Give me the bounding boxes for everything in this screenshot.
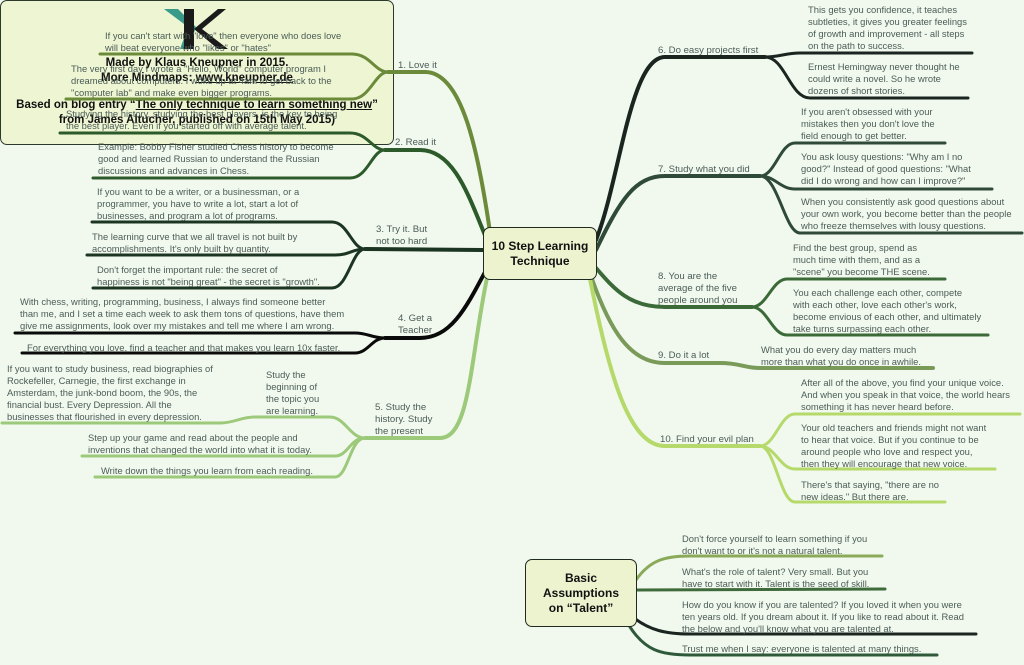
- leaf-8-2[interactable]: You each challenge each other, compete w…: [793, 287, 982, 334]
- credits-more-label: More Mindmaps:: [101, 72, 196, 84]
- talent-lines: [628, 554, 978, 657]
- leaf-2-1[interactable]: Studying the history, studying the best …: [66, 108, 338, 131]
- branch-label-5[interactable]: 5. Study the history. Study the present: [375, 402, 433, 437]
- talent-leaf-2[interactable]: What's the role of talent? Very small. B…: [682, 566, 870, 589]
- branch-label-6[interactable]: 6. Do easy projects first: [658, 45, 759, 56]
- leaf-1-2[interactable]: The very first day I wrote a "Hello, Wor…: [71, 63, 332, 98]
- leaf-10-2[interactable]: Your old teachers and friends might not …: [801, 422, 987, 469]
- branch-4-lines: [13, 270, 487, 355]
- branch-label-9[interactable]: 9. Do it a lot: [658, 350, 710, 361]
- branch-2-lines: [58, 131, 489, 242]
- leaf-10-3[interactable]: There's that saying, "there are no new i…: [801, 479, 940, 502]
- branch-1-lines: [64, 52, 492, 234]
- talent-leaf-1[interactable]: Don't force yourself to learn something …: [682, 533, 868, 556]
- branch-label-2[interactable]: 2. Read it: [395, 137, 437, 148]
- credits-source-prefix: Based on blog entry “: [16, 99, 136, 111]
- leaf-10-1[interactable]: After all of the above, you find your un…: [801, 377, 1010, 412]
- branch-8-lines: [594, 266, 990, 337]
- leaf-8-1[interactable]: Find the best group, spend as much time …: [793, 242, 930, 277]
- branch-5-lines: [0, 276, 489, 479]
- leaf-4-1[interactable]: With chess, writing, programming, busine…: [20, 296, 345, 331]
- leaf-7-3[interactable]: When you consistently ask good questions…: [801, 196, 1012, 231]
- branch-3-lines: [85, 220, 485, 290]
- kneupner-logo: [164, 9, 228, 49]
- credits-box: Made by Klaus Kneupner in 2015. More Min…: [0, 0, 394, 145]
- blog-link[interactable]: The only technique to learn something ne…: [135, 99, 373, 111]
- branch-label-3[interactable]: 3. Try it. But not too hard: [376, 224, 428, 247]
- branch-label-1[interactable]: 1. Love it: [398, 60, 437, 71]
- talent-leaf-3[interactable]: How do you know if you are talented? If …: [682, 599, 964, 634]
- leaf-5-1[interactable]: Study the beginning of the topic you are…: [266, 369, 320, 416]
- leaf-2-2[interactable]: Example: Bobby Fisher studied Chess hist…: [98, 141, 334, 176]
- branch-label-8[interactable]: 8. You are the average of the five peopl…: [658, 271, 738, 306]
- credits-more: More Mindmaps: www.kneupner.de: [1, 71, 393, 86]
- leaf-3-2[interactable]: The learning curve that we all travel is…: [92, 231, 298, 254]
- branch-label-10[interactable]: 10. Find your evil plan: [660, 434, 754, 445]
- leaf-5-3[interactable]: Step up your game and read about the peo…: [88, 432, 312, 455]
- branch-9-lines: [590, 277, 935, 370]
- leaf-1-1[interactable]: If you can't start with "love" then ever…: [105, 30, 342, 53]
- leaf-6-2[interactable]: Ernest Hemingway never thought he could …: [808, 61, 960, 96]
- branch-label-7[interactable]: 7. Study what you did: [658, 164, 750, 175]
- credits-made-by: Made by Klaus Kneupner in 2015.: [105, 57, 289, 69]
- credits-source: Based on blog entry “The only technique …: [1, 98, 393, 128]
- branch-label-4[interactable]: 4. Get a Teacher: [398, 313, 433, 336]
- leaf-5-4[interactable]: Write down the things you learn from eac…: [101, 465, 313, 476]
- talent-topic[interactable]: Basic Assumptions on “Talent”: [525, 559, 637, 627]
- branch-6-lines: [594, 51, 974, 242]
- branch-7-lines: [594, 141, 1024, 252]
- talent-leaf-4[interactable]: Trust me when I say: everyone is talente…: [682, 643, 922, 654]
- credits-source-suffix: ” from James Altucher, published on 15th…: [58, 99, 378, 126]
- leaf-7-2[interactable]: You ask lousy questions: "Why am I no go…: [801, 151, 971, 186]
- leaf-3-1[interactable]: If you want to be a writer, or a busines…: [97, 186, 300, 221]
- branch-10-lines: [588, 277, 1022, 504]
- leaf-3-3[interactable]: Don't forget the important rule: the sec…: [97, 264, 320, 287]
- leaf-6-1[interactable]: This gets you confidence, it teaches sub…: [808, 4, 967, 51]
- kneupner-link[interactable]: www.kneupner.de: [195, 72, 293, 84]
- leaf-9-1[interactable]: What you do every day matters much more …: [761, 344, 921, 367]
- leaf-5-2[interactable]: If you want to study business, read biog…: [7, 363, 213, 422]
- leaf-7-1[interactable]: If you aren't obsessed with your mistake…: [801, 106, 935, 141]
- leaf-4-2[interactable]: For everything you love, find a teacher …: [27, 342, 341, 353]
- central-topic[interactable]: 10 Step Learning Technique: [483, 227, 597, 280]
